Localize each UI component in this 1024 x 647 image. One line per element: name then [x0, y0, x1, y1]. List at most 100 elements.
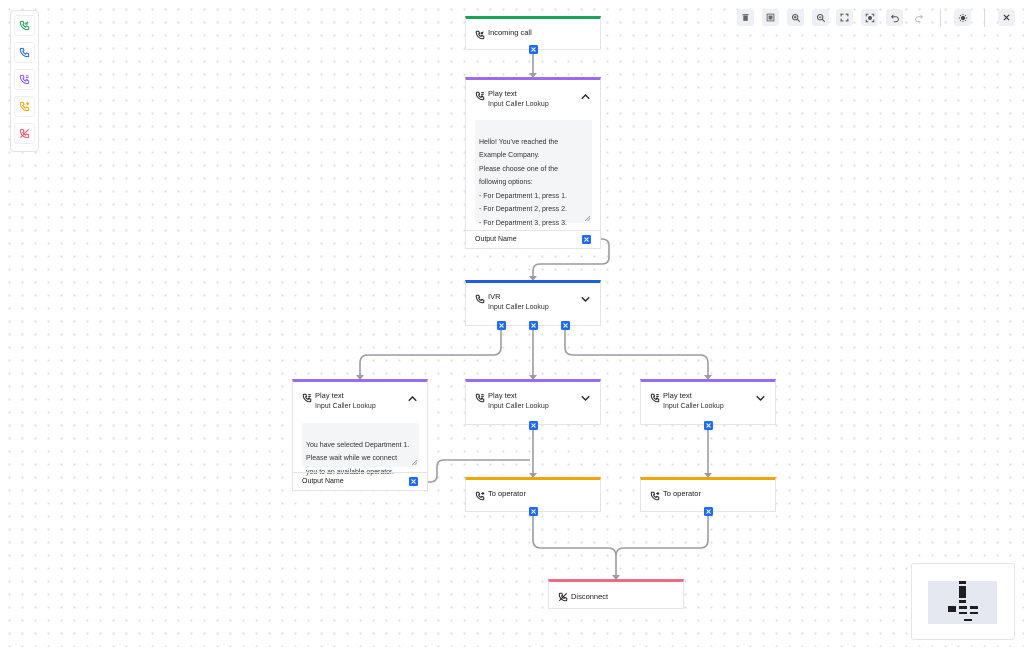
redo-icon: [914, 14, 923, 22]
phone-forward-icon: [475, 91, 485, 101]
minimap-node: [959, 612, 967, 614]
close-icon: [1003, 14, 1010, 21]
node-subtitle: Input Caller Lookup: [488, 403, 549, 410]
node-title: Play text: [488, 391, 517, 400]
undo-button[interactable]: [886, 9, 903, 26]
output-port[interactable]: [529, 321, 538, 330]
node-play-text-department[interactable]: Play text Input Caller Lookup You have s…: [292, 379, 428, 491]
node-play-text-greeting[interactable]: Play text Input Caller Lookup Hello! You…: [465, 77, 601, 249]
output-port[interactable]: [497, 321, 506, 330]
output-port[interactable]: [529, 421, 538, 430]
node-subtitle: Input Caller Lookup: [663, 403, 724, 410]
output-port[interactable]: [704, 507, 713, 516]
resize-grip-icon[interactable]: [585, 216, 590, 221]
node-play-text-2[interactable]: Play text Input Caller Lookup: [465, 379, 601, 425]
output-row: Output Name: [466, 230, 600, 248]
arrow-op2: [704, 473, 712, 478]
node-title: Incoming call: [488, 28, 532, 37]
close-icon: [531, 509, 536, 514]
chevron-up-icon[interactable]: [581, 93, 590, 100]
chevron-down-icon[interactable]: [756, 395, 765, 402]
node-header: Play text Input Caller Lookup: [466, 80, 600, 124]
node-subtitle: Input Caller Lookup: [488, 304, 549, 311]
phone-transfer-icon: [475, 491, 485, 501]
palette-incoming-call[interactable]: [14, 15, 35, 36]
output-port[interactable]: [582, 235, 591, 244]
minimap-node: [970, 612, 978, 614]
palette-disconnect[interactable]: [14, 123, 35, 144]
phone-off-icon: [558, 592, 568, 602]
wire-op1-disconnect: [532, 516, 617, 576]
phone-icon: [475, 294, 485, 304]
chevron-down-icon[interactable]: [581, 296, 590, 303]
output-row: Output Name: [293, 472, 427, 490]
expand-icon: [840, 13, 849, 22]
node-subtitle: Input Caller Lookup: [315, 403, 376, 410]
chevron-down-icon[interactable]: [581, 395, 590, 402]
chevron-up-icon[interactable]: [408, 395, 417, 402]
sun-icon: [958, 13, 967, 22]
output-port[interactable]: [561, 321, 570, 330]
minimap-node: [959, 606, 967, 609]
message-textarea[interactable]: Hello! You've reached the Example Compan…: [475, 120, 592, 227]
node-title: IVR: [488, 292, 501, 301]
output-port[interactable]: [409, 477, 418, 486]
palette-phone[interactable]: [14, 42, 35, 63]
node-header: Play text Input Caller Lookup: [466, 382, 600, 426]
close-icon: [531, 323, 536, 328]
zoom-out-button[interactable]: [812, 9, 829, 26]
phone-incoming-icon: [19, 20, 30, 31]
output-port[interactable]: [529, 45, 538, 54]
wire-ivr-play4: [564, 330, 709, 376]
zoom-in-button[interactable]: [787, 9, 804, 26]
phone-transfer-icon: [650, 491, 660, 501]
wire-op2-disconnect: [615, 516, 709, 557]
arrow-ivr: [529, 276, 537, 281]
minimap[interactable]: [911, 563, 1015, 640]
phone-transfer-icon: [19, 101, 30, 112]
node-disconnect[interactable]: Disconnect: [548, 579, 684, 609]
node-to-operator-2[interactable]: To operator: [640, 477, 776, 512]
phone-forward-icon: [19, 74, 30, 85]
node-play-text-3[interactable]: Play text Input Caller Lookup: [640, 379, 776, 425]
node-header: IVR Input Caller Lookup: [466, 283, 600, 327]
minimap-viewport[interactable]: [928, 581, 997, 624]
message-textarea[interactable]: You have selected Department 1. Please w…: [302, 423, 419, 476]
node-title: Play text: [663, 391, 692, 400]
phone-forward-icon: [650, 393, 660, 403]
close-icon: [531, 47, 536, 52]
frame-icon: [766, 13, 775, 22]
node-ivr[interactable]: IVR Input Caller Lookup: [465, 280, 601, 326]
redo-button[interactable]: [910, 9, 927, 26]
focus-button[interactable]: [861, 9, 878, 26]
minimap-node: [964, 619, 972, 621]
close-icon: [584, 237, 589, 242]
theme-toggle-button[interactable]: [954, 9, 971, 26]
toolbar-divider: [984, 9, 985, 27]
node-header: Play text Input Caller Lookup: [293, 382, 427, 426]
output-port[interactable]: [704, 421, 713, 430]
output-label: Output Name: [475, 236, 517, 243]
fit-view-button[interactable]: [836, 9, 853, 26]
close-button[interactable]: [998, 9, 1015, 26]
minimap-node: [959, 600, 966, 603]
output-port[interactable]: [529, 507, 538, 516]
zoom-in-icon: [791, 13, 800, 22]
fit-selection-button[interactable]: [762, 9, 779, 26]
phone-incoming-icon: [475, 30, 485, 40]
node-title: Disconnect: [571, 592, 609, 601]
node-title: To operator: [488, 489, 526, 498]
palette-operator[interactable]: [14, 96, 35, 117]
resize-grip-icon[interactable]: [412, 460, 417, 465]
palette-ivr[interactable]: [14, 69, 35, 90]
undo-icon: [890, 14, 899, 22]
delete-button[interactable]: [737, 9, 754, 26]
close-icon: [499, 323, 504, 328]
node-incoming-call[interactable]: Incoming call: [465, 16, 601, 50]
close-icon: [706, 509, 711, 514]
close-icon: [706, 423, 711, 428]
toolbar-divider: [940, 9, 941, 27]
phone-forward-icon: [475, 393, 485, 403]
phone-icon: [19, 47, 30, 58]
